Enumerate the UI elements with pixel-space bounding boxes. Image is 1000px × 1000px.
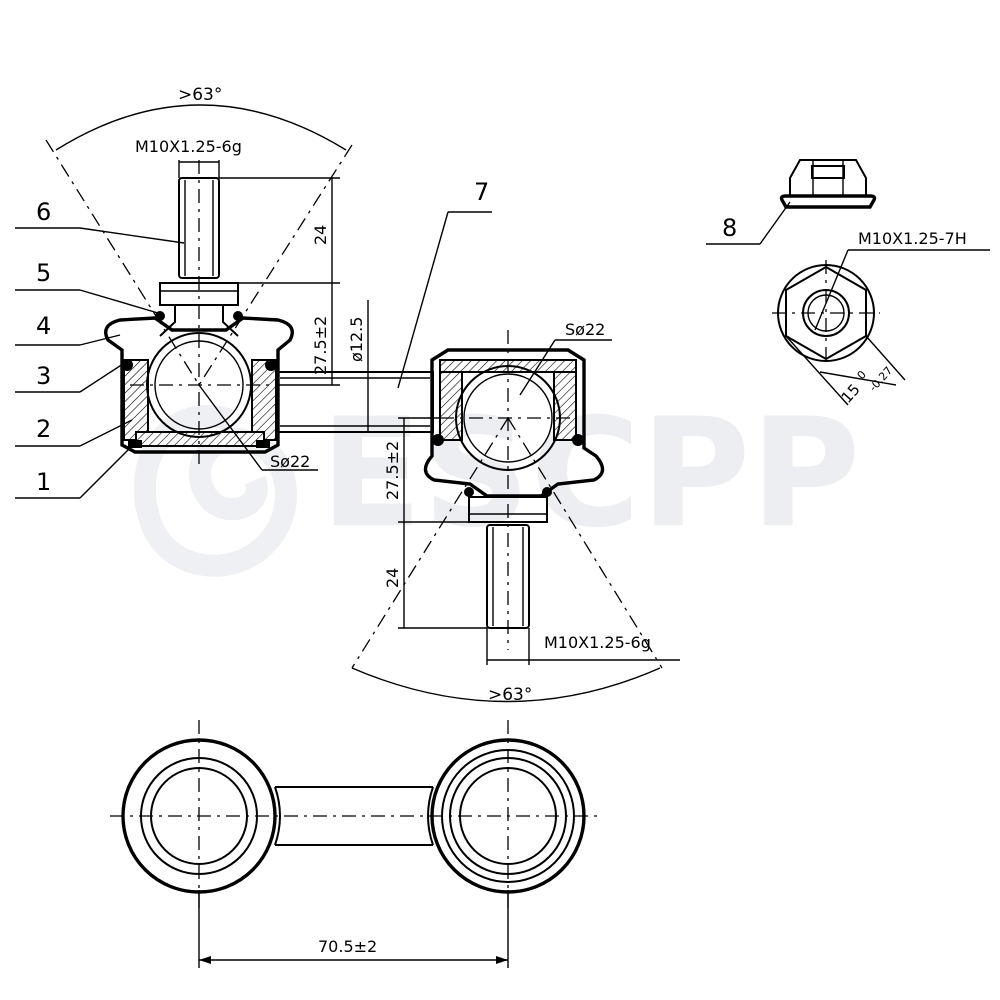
stud-length-bottom-label: 24 bbox=[383, 568, 402, 588]
top-angle-arc bbox=[55, 104, 347, 151]
angle-bottom-label: >63° bbox=[488, 685, 532, 705]
thread-bottom-label: M10X1.25-6g bbox=[544, 633, 651, 652]
part-label-5: 5 bbox=[36, 259, 51, 287]
dimension-lines bbox=[15, 160, 791, 665]
part-label-4: 4 bbox=[36, 312, 51, 340]
part-label-8: 8 bbox=[722, 214, 737, 242]
flange-nut bbox=[779, 159, 877, 209]
top-view bbox=[110, 720, 600, 968]
part-label-3: 3 bbox=[36, 362, 51, 390]
ball-left-label: Sø22 bbox=[270, 452, 310, 471]
thread-top-label: M10X1.25-6g bbox=[135, 137, 242, 156]
stud-length-top-label: 24 bbox=[311, 225, 330, 245]
part-label-1: 1 bbox=[36, 468, 51, 496]
rod-diameter-label: ø12.5 bbox=[347, 317, 366, 362]
watermark-text: ESCPP bbox=[320, 387, 860, 561]
nut-tol-lower-label: -0.27 bbox=[867, 364, 896, 394]
connecting-rod bbox=[277, 371, 434, 433]
center-distance-label: 70.5±2 bbox=[318, 937, 377, 956]
labels: >63° M10X1.25-6g 24 27.5±2 ø12.5 27.5±2 … bbox=[36, 85, 967, 956]
thread-nut-label: M10X1.25-7H bbox=[858, 229, 967, 248]
part-label-6: 6 bbox=[36, 198, 51, 226]
angle-top-label: >63° bbox=[178, 85, 222, 105]
height-bottom-label: 27.5±2 bbox=[383, 441, 402, 500]
watermark: ESCPP bbox=[133, 387, 860, 577]
bottom-angle-arc bbox=[351, 667, 661, 703]
nut-top-view bbox=[772, 249, 990, 406]
height-top-label: 27.5±2 bbox=[311, 316, 330, 375]
ball-right-label: Sø22 bbox=[565, 320, 605, 339]
part-label-7: 7 bbox=[474, 178, 489, 206]
right-ball-joint bbox=[351, 330, 663, 669]
part-label-2: 2 bbox=[36, 415, 51, 443]
